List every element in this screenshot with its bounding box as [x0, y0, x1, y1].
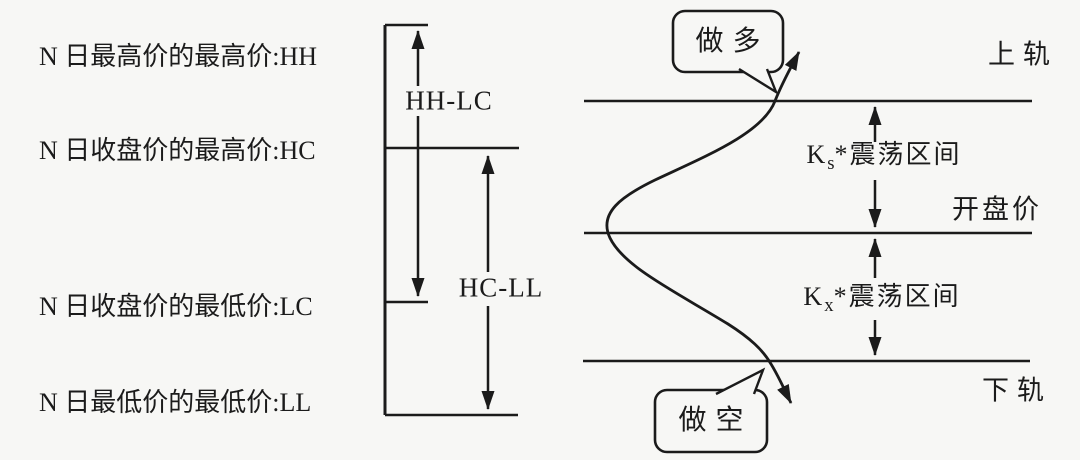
label-hh: N 日最高价的最高价:HH	[39, 42, 318, 71]
long-bubble-label: 做多	[695, 26, 770, 57]
short-bubble-tail	[715, 367, 766, 396]
upper-rail-label: 上轨	[988, 39, 1058, 70]
short-bubble-label: 做空	[678, 405, 753, 436]
label-ll: N 日最低价的最低价:LL	[39, 388, 312, 417]
lower-rail-label: 下轨	[982, 375, 1052, 406]
ks-range-label: Ks*震荡区间	[806, 142, 961, 174]
ks-prefix: K	[806, 140, 828, 170]
label-lc: N 日收盘价的最低价:LC	[39, 292, 313, 321]
ks-subscript: s	[827, 153, 835, 175]
open-price-label: 开盘价	[952, 194, 1042, 225]
short-bubble-shape	[653, 388, 769, 454]
kx-prefix: K	[803, 282, 825, 312]
kx-range-label: Kx*震荡区间	[803, 284, 960, 316]
ks-rest: *震荡区间	[834, 140, 962, 170]
price-curve	[605, 51, 801, 404]
span-label-hh-lc: HH-LC	[405, 85, 493, 116]
long-bubble-shape	[671, 9, 785, 74]
kx-subscript: x	[824, 295, 834, 317]
kx-rest: *震荡区间	[833, 282, 961, 312]
long-bubble-tail	[738, 67, 779, 95]
span-label-hc-ll: HC-LL	[458, 272, 544, 303]
label-hc: N 日收盘价的最高价:HC	[39, 136, 316, 165]
